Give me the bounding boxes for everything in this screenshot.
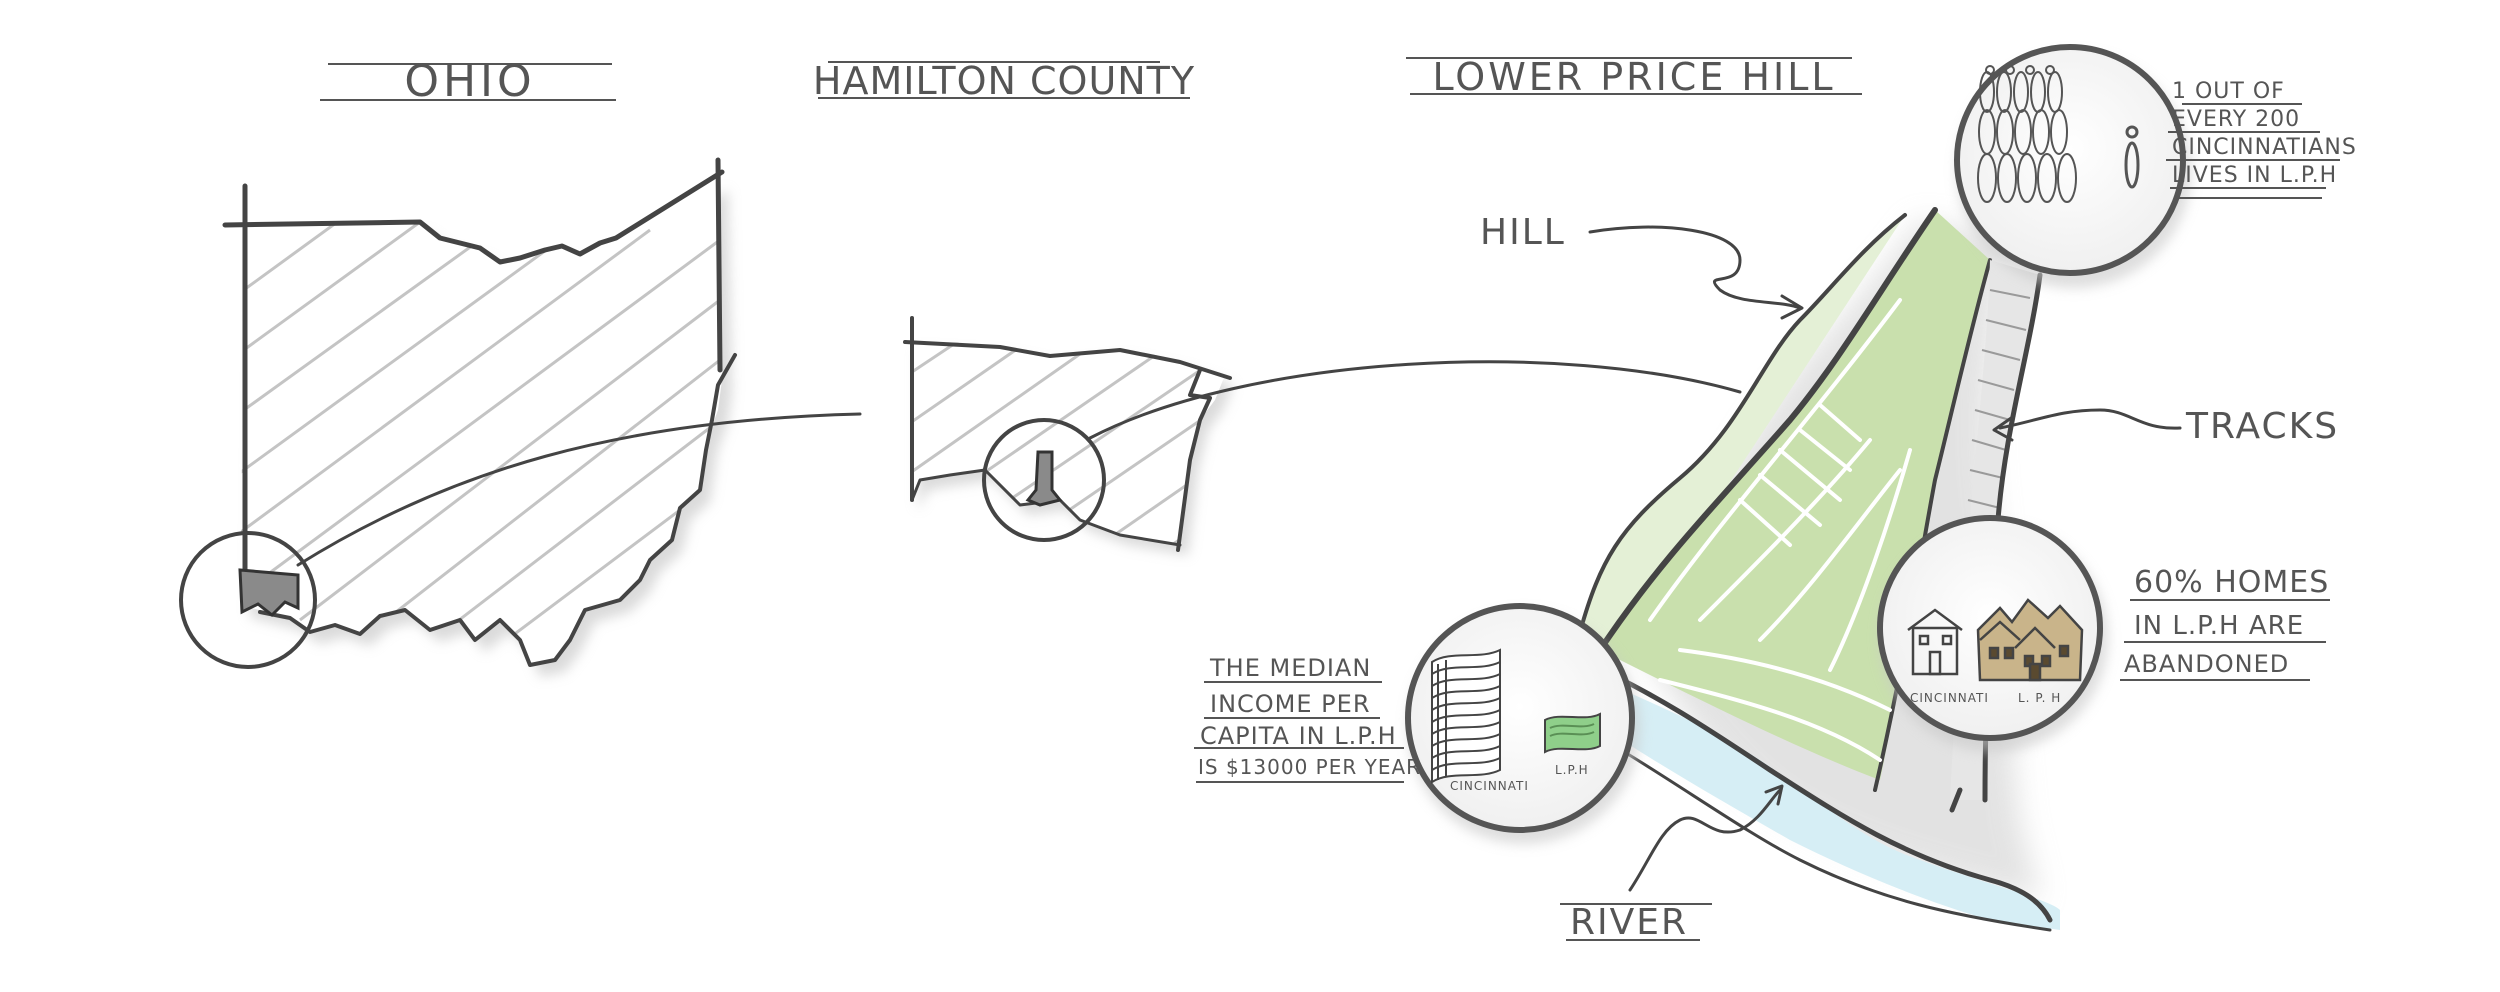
population-note-line-4: LIVES IN L.P.H <box>2172 163 2337 188</box>
ohio-title: OHIO <box>320 56 616 107</box>
hamilton-zoom-circle <box>982 418 1106 542</box>
lph-money-icon <box>1544 712 1601 754</box>
hamilton-lph-highlight <box>1025 450 1063 507</box>
population-note: 1 OUT OF EVERY 200 CINCINNATIANS LIVES I… <box>2166 79 2357 199</box>
income-note-line-4: IS $13000 PER YEAR <box>1198 755 1421 779</box>
single-person-icon <box>2124 125 2140 189</box>
tracks-label: TRACKS <box>2185 406 2339 447</box>
homes-inset: CINCINNATI L. P. H <box>1877 515 2108 752</box>
river-label: RIVER <box>1570 902 1688 943</box>
hill-label: HILL <box>1480 212 1566 253</box>
ohio-title-text: OHIO <box>404 56 535 107</box>
population-inset <box>1954 44 2191 288</box>
homes-lph-label: L. P. H <box>2018 691 2061 705</box>
hill-label-group: HILL <box>1480 212 1804 320</box>
homes-note-line-2: IN L.P.H ARE <box>2134 611 2304 641</box>
population-note-line-2: EVERY 200 <box>2172 107 2300 132</box>
river-shape <box>1560 660 2060 930</box>
homes-cincinnati-label: CINCINNATI <box>1910 691 1989 705</box>
income-note: THE MEDIAN INCOME PER CAPITA IN L.P.H IS… <box>1194 654 1421 783</box>
cincinnati-money-stack-icon <box>1431 648 1501 784</box>
crowd-icon <box>1977 65 2077 203</box>
river-label-group: RIVER <box>1560 784 1784 943</box>
ohio-zoom-circle <box>179 531 317 669</box>
income-note-line-2: INCOME PER <box>1210 690 1371 718</box>
income-note-line-1: THE MEDIAN <box>1209 654 1371 682</box>
lower-price-hill-title-text: LOWER PRICE HILL <box>1432 55 1835 99</box>
lph-houses-icon <box>1976 598 2084 682</box>
tracks-label-group: TRACKS <box>1992 406 2339 447</box>
population-note-line-3: CINCINNATIANS <box>2172 135 2357 160</box>
cincinnati-house-icon <box>1907 608 1963 676</box>
hamilton-county-title-text: HAMILTON COUNTY <box>813 59 1195 103</box>
street-grid <box>1648 298 1912 762</box>
homes-note: 60% HOMES IN L.P.H ARE ABANDONED <box>2120 565 2330 681</box>
lower-price-hill-title: LOWER PRICE HILL <box>1406 55 1862 99</box>
hill-light-area <box>1580 215 1905 650</box>
homes-note-line-1: 60% HOMES <box>2134 565 2329 600</box>
income-inset: CINCINNATI L.P.H <box>1405 603 1640 844</box>
ohio-map <box>179 157 862 677</box>
income-note-line-3: CAPITA IN L.P.H <box>1200 722 1397 750</box>
population-note-line-1: 1 OUT OF <box>2172 79 2285 104</box>
hamilton-county-title: HAMILTON COUNTY <box>813 59 1195 103</box>
ohio-hamilton-highlight <box>238 568 300 618</box>
income-cincinnati-label: CINCINNATI <box>1450 779 1529 793</box>
hamilton-county-map <box>903 316 1742 555</box>
homes-note-line-3: ABANDONED <box>2124 650 2289 678</box>
income-lph-label: L.P.H <box>1555 763 1589 777</box>
